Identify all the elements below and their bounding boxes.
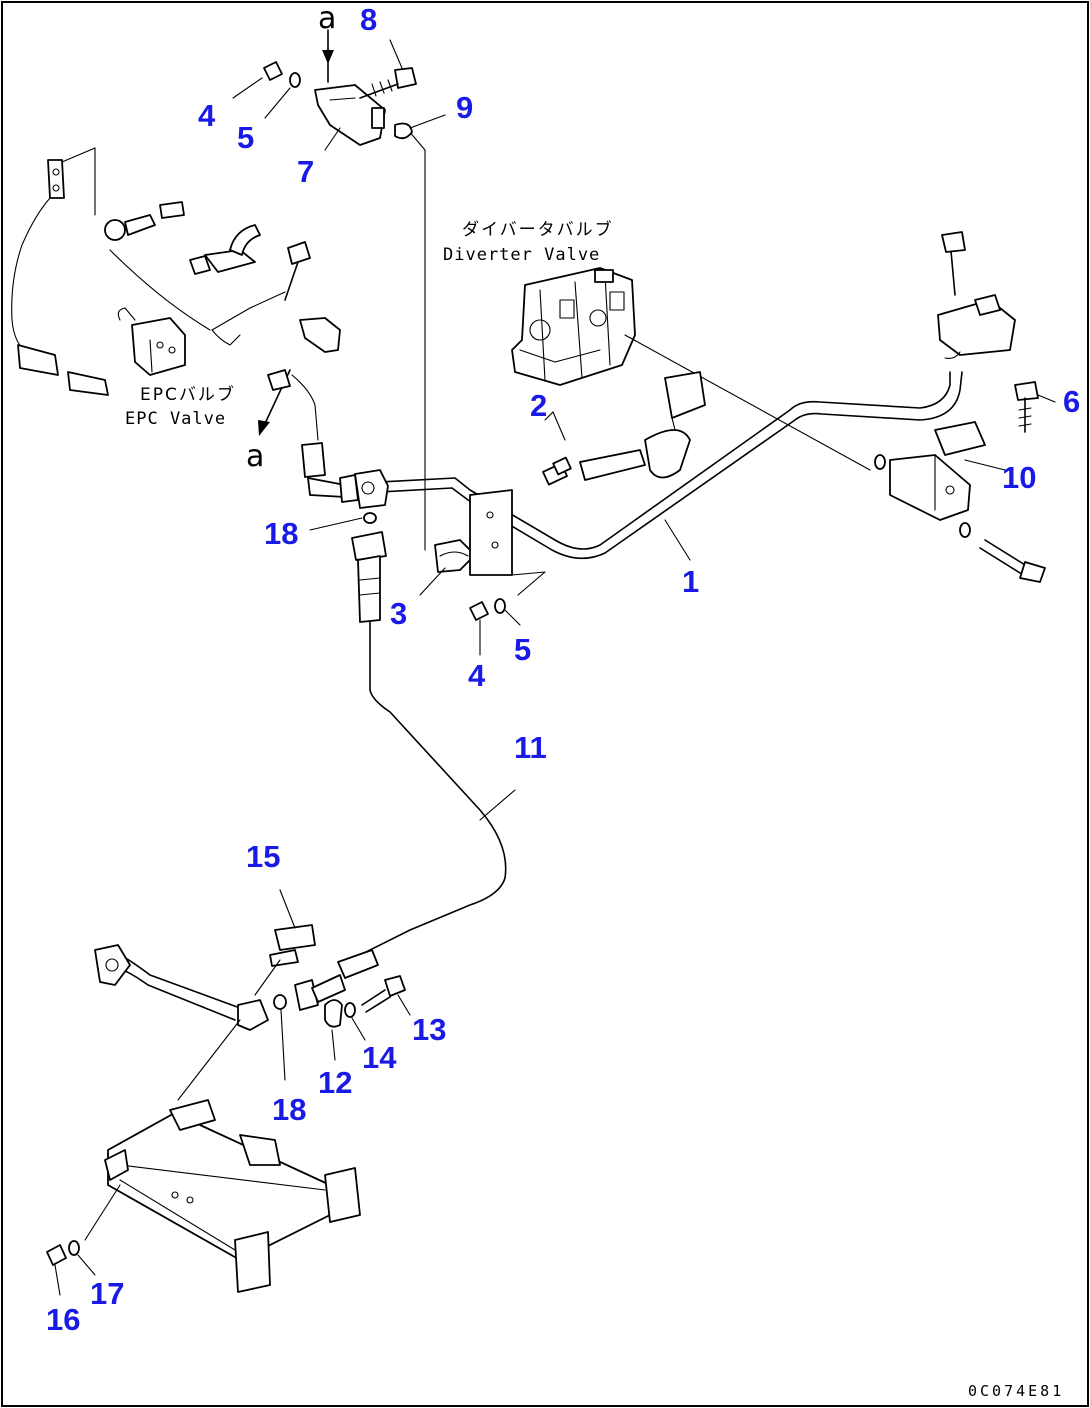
callout-16: 16 — [46, 1302, 80, 1337]
callout-leaders — [54, 39, 1056, 1296]
callout-15: 15 — [246, 839, 280, 874]
bracket-plate — [469, 489, 546, 596]
epc-plate — [47, 147, 96, 216]
bolt-8 — [359, 67, 417, 99]
bracket-7 — [314, 84, 386, 146]
leader-to-frame — [177, 1019, 241, 1101]
epc-bolt — [284, 241, 341, 353]
callout-18-bottom: 18 — [272, 1092, 306, 1127]
bolt-13 — [361, 975, 406, 1013]
nut-4-top — [263, 61, 283, 81]
epc-valve-label-en: EPC Valve — [125, 409, 226, 429]
callout-11: 11 — [514, 730, 547, 765]
callout-10: 10 — [1002, 460, 1036, 495]
callout-9: 9 — [456, 90, 473, 125]
bolt-6 — [1014, 381, 1039, 433]
callout-5-mid: 5 — [514, 632, 531, 667]
callout-4-top: 4 — [198, 98, 216, 133]
solenoid-top — [937, 231, 1016, 359]
epc-harness — [11, 197, 51, 356]
ref-a-mid: a — [246, 439, 264, 474]
callout-17: 17 — [90, 1276, 124, 1311]
fitting-near-6 — [934, 421, 986, 456]
bolt-right — [979, 539, 1046, 583]
washer-right — [959, 522, 971, 538]
callout-13: 13 — [412, 1012, 446, 1047]
epc-valve — [117, 307, 186, 376]
clip-9 — [394, 122, 413, 140]
washer-5-mid — [494, 598, 506, 614]
diverter-valve-label-en: Diverter Valve — [443, 245, 600, 265]
washer-17 — [68, 1240, 80, 1256]
flange-12 — [324, 999, 343, 1028]
lower-frame — [84, 1099, 361, 1293]
hose-fitting-bottom — [294, 949, 379, 1011]
o-ring-18-top — [363, 512, 377, 524]
fitting-2 — [542, 371, 706, 486]
callout-3: 3 — [390, 596, 407, 631]
epc-sensor — [104, 201, 211, 331]
o-ring-18-bottom — [273, 994, 287, 1010]
callout-2: 2 — [530, 388, 547, 423]
callout-5-top: 5 — [237, 120, 254, 155]
callout-12: 12 — [318, 1065, 352, 1100]
flange-clamp — [354, 469, 389, 509]
epc-pipe-clamp — [189, 224, 286, 346]
lower-pipe — [94, 944, 269, 1031]
callout-6: 6 — [1063, 384, 1080, 419]
drawing-code: 0C074E81 — [968, 1382, 1064, 1400]
callout-1: 1 — [682, 564, 699, 599]
valve-10 — [874, 454, 971, 521]
callout-4-mid: 4 — [468, 658, 486, 693]
ref-a-top: a — [318, 1, 336, 36]
epc-connector-left — [17, 344, 109, 396]
callout-7: 7 — [297, 154, 314, 189]
fitting-15 — [254, 924, 316, 996]
nut-16 — [46, 1244, 67, 1266]
callout-8: 8 — [360, 2, 377, 37]
nut-4-mid — [469, 601, 489, 621]
epc-valve-label-jp: EPCバルブ — [140, 384, 236, 405]
callout-18-top: 18 — [264, 516, 298, 551]
washer-14 — [344, 1002, 356, 1018]
hose-end-fitting — [351, 531, 387, 623]
diverter-leader — [624, 334, 871, 471]
pipe-1 — [379, 371, 963, 560]
clamp-3 — [434, 539, 476, 573]
callout-14: 14 — [362, 1040, 397, 1075]
vertical-clamp-line — [407, 129, 426, 551]
elbow-fitting — [291, 374, 359, 503]
diverter-valve — [511, 267, 636, 386]
hose-11 — [359, 619, 507, 956]
diverter-valve-label-jp: ダイバータバルブ — [462, 219, 614, 240]
washer-5-top — [289, 72, 301, 88]
